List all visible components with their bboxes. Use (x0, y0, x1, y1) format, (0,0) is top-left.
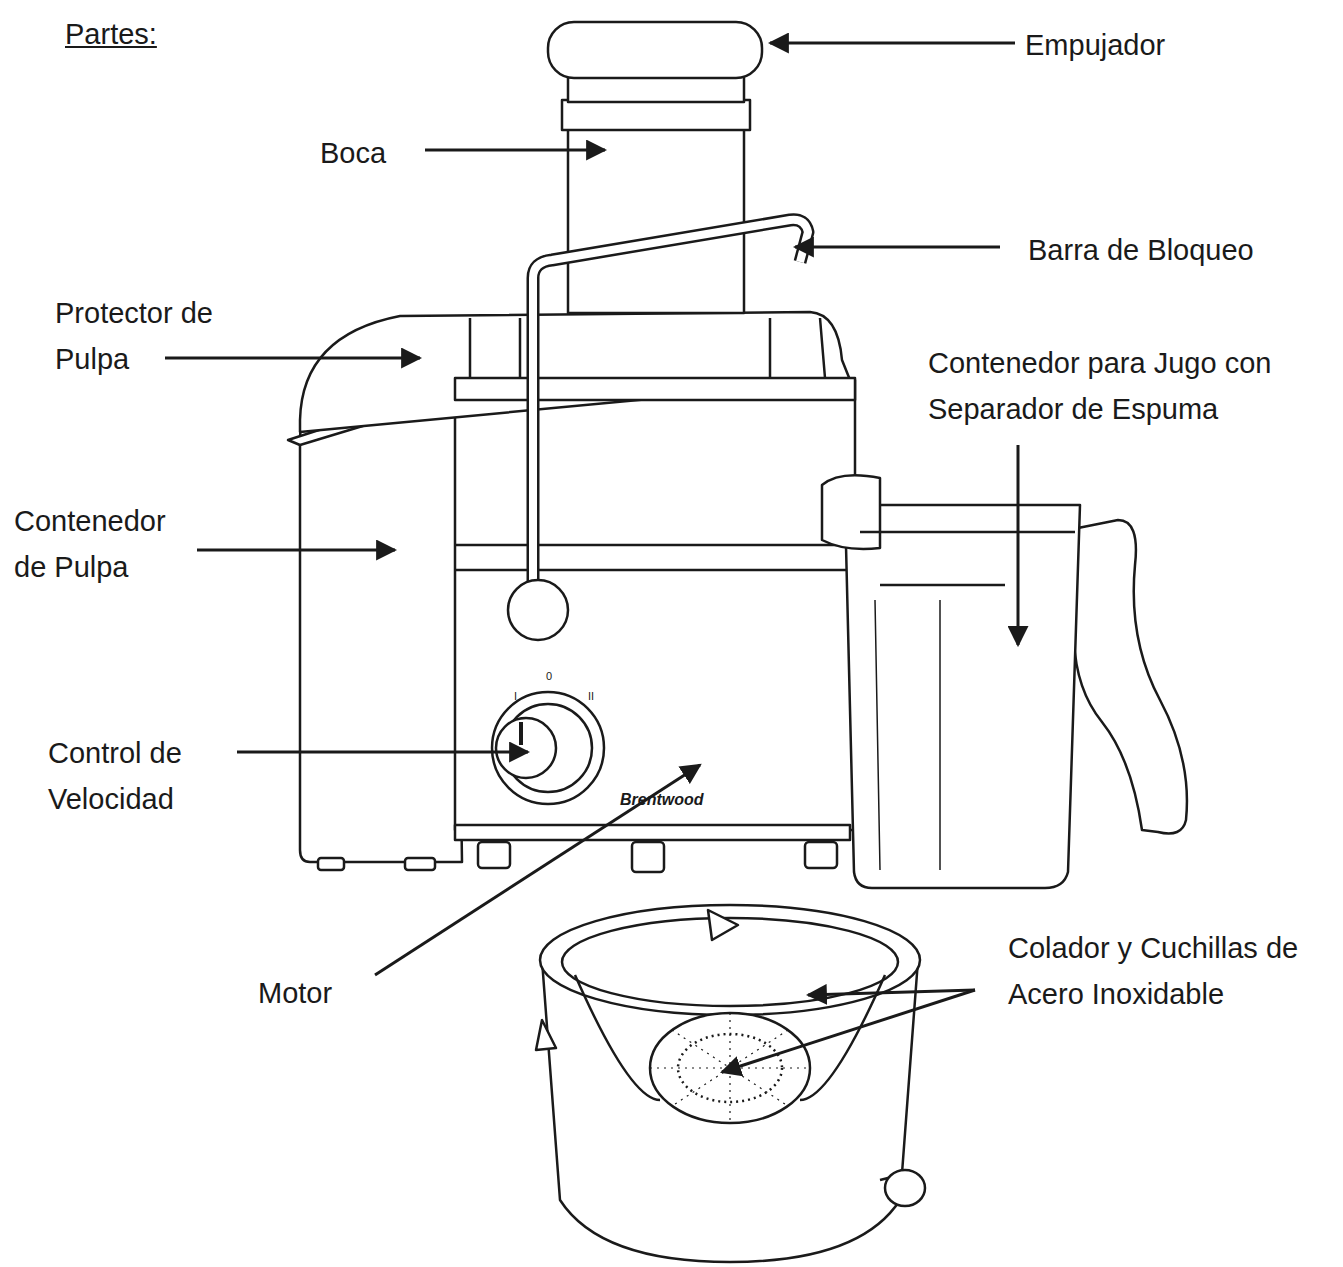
leader-arrow (237, 751, 528, 754)
motor-body (455, 380, 855, 830)
leader-arrow (165, 357, 420, 360)
lid-ring (455, 378, 855, 400)
feed-chute (568, 128, 744, 313)
basket-tab (708, 910, 738, 940)
pulp-protector (300, 312, 850, 432)
dial-mark: 0 (546, 668, 566, 685)
part-label: Empujador (1025, 22, 1325, 68)
dial-mark: I (514, 688, 534, 705)
knob-indicator (519, 722, 523, 745)
pulp-container (300, 372, 462, 862)
part-label: Protector de Pulpa (55, 290, 260, 382)
motor-base (455, 825, 850, 840)
froth-separator (880, 584, 1005, 587)
juice-jug (845, 505, 1080, 888)
basket-knob (885, 1170, 925, 1206)
chute-ring (562, 100, 750, 130)
leader-arrow (425, 149, 605, 152)
jug-ribs (875, 600, 940, 870)
foot (478, 842, 510, 868)
foot (805, 842, 837, 868)
locking-bar-inner (533, 220, 808, 590)
brand-logo: Brentwood (620, 787, 740, 812)
leader-arrow (197, 549, 395, 552)
foot (318, 858, 344, 870)
lock-knob (508, 580, 568, 640)
leader-arrow (722, 990, 975, 1072)
part-label: Motor (258, 970, 378, 1016)
leader-arrow (1017, 445, 1020, 645)
body-seam (455, 544, 855, 547)
leader-arrow (770, 42, 1015, 45)
part-label: Colador y Cuchillas de Acero Inoxidable (1008, 925, 1338, 1017)
pusher-collar (568, 76, 744, 102)
part-label: Boca (320, 130, 420, 176)
body-seam (455, 569, 855, 572)
pusher-cap (548, 22, 762, 78)
foot (405, 858, 435, 870)
part-label: Control de Velocidad (48, 730, 228, 822)
part-label: Barra de Bloqueo (1028, 227, 1338, 273)
jug-spout (822, 475, 880, 549)
jug-rim (860, 531, 1075, 534)
part-label: Contenedor para Jugo con Separador de Es… (928, 340, 1338, 432)
basket-spout (536, 1020, 556, 1050)
foot (632, 842, 664, 872)
leader-arrow (795, 246, 1000, 249)
locking-bar (533, 220, 808, 590)
dial-ring (492, 692, 604, 804)
jug-handle (1074, 520, 1187, 834)
parts-heading: Partes: (65, 14, 157, 54)
leader-arrow (808, 990, 975, 995)
basket-rim (540, 905, 920, 1015)
lid-ribs (470, 318, 825, 378)
dial-mark: II (588, 688, 608, 705)
part-label: Contenedor de Pulpa (14, 498, 204, 590)
speed-knob (496, 718, 556, 778)
